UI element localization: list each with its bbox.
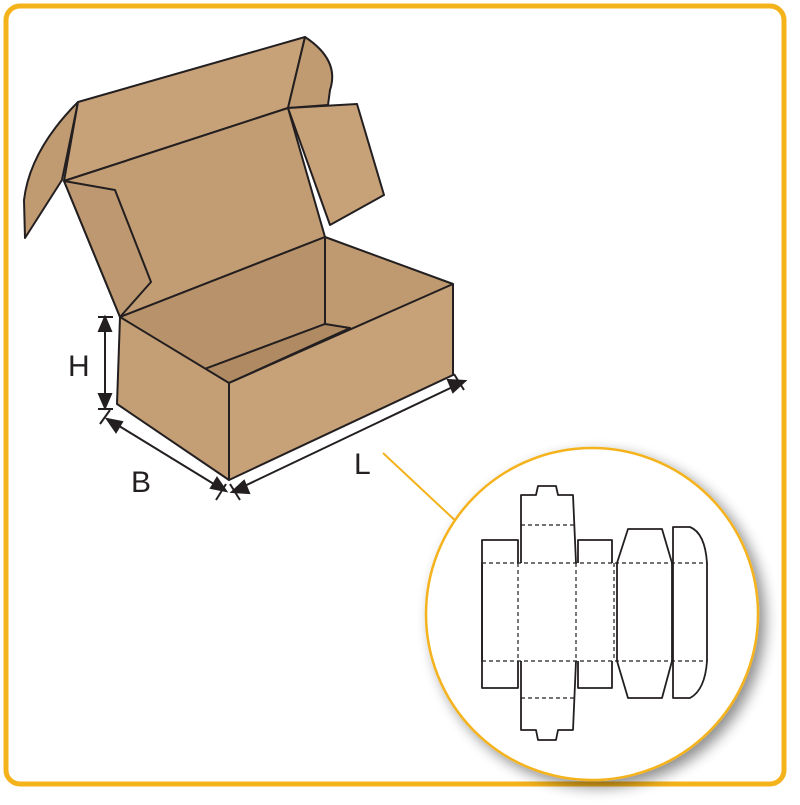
template-end-flap — [672, 526, 708, 699]
height-label: H — [68, 350, 90, 383]
height-arrow-top — [97, 314, 113, 332]
breadth-dimension-line — [110, 420, 223, 490]
length-label: L — [354, 448, 371, 481]
lid-right-flap — [287, 103, 385, 226]
template-callout — [424, 446, 760, 782]
height-arrow-bottom — [97, 393, 113, 411]
breadth-arrow-right — [209, 476, 229, 493]
template-fold-lines — [482, 524, 707, 699]
lid-tuck-flap — [287, 36, 334, 109]
breadth-arrow-left — [104, 417, 124, 434]
template-mid-flap — [577, 539, 613, 563]
length-arrow-left — [229, 479, 251, 495]
box-illustration — [23, 36, 454, 481]
template-bottom-flap — [520, 660, 577, 741]
dimension-lines — [97, 314, 468, 501]
lid-side-fold — [63, 180, 152, 318]
callout-line — [382, 452, 461, 526]
length-dimension-line — [235, 382, 462, 491]
box-side-panel — [228, 283, 454, 481]
breadth-label: B — [131, 466, 151, 499]
left-flap — [23, 101, 79, 239]
template-top-flap — [520, 485, 577, 564]
callout-circle — [424, 446, 760, 782]
